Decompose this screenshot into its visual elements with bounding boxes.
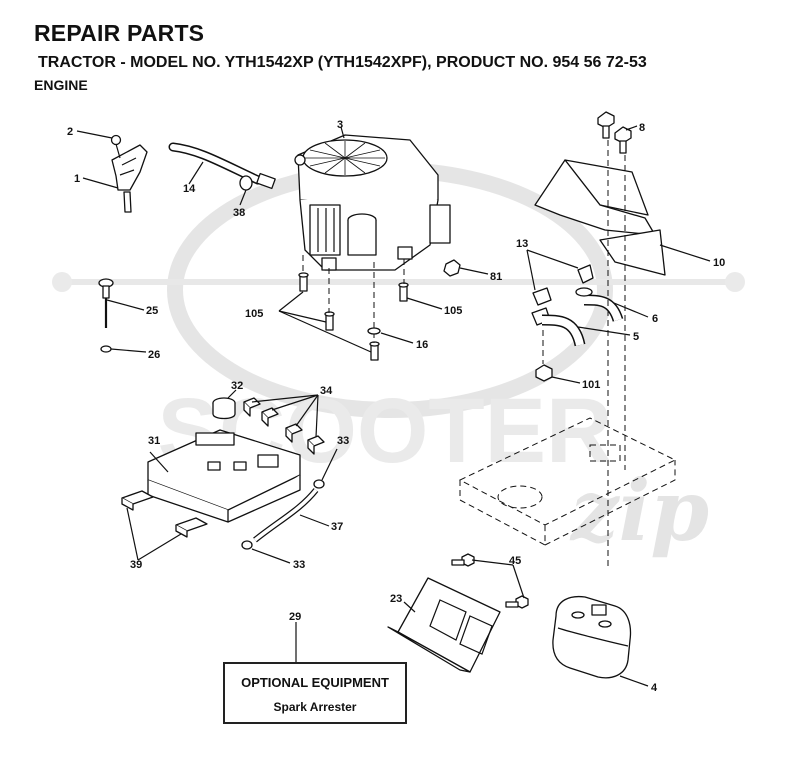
callout-45: 45 xyxy=(509,555,521,567)
part-exhaust-pipes xyxy=(531,264,624,347)
callout-39: 39 xyxy=(130,559,142,571)
callout-2: 2 xyxy=(67,126,73,138)
callout-16: 16 xyxy=(416,339,428,351)
callout-26: 26 xyxy=(148,349,160,361)
frame-plate xyxy=(458,417,677,546)
callout-81: 81 xyxy=(490,271,502,283)
leader-lines xyxy=(76,125,711,687)
callout-25: 25 xyxy=(146,305,158,317)
optional-equipment-item: Spark Arrester xyxy=(273,700,357,714)
callout-23: 23 xyxy=(390,593,402,605)
callout-13: 13 xyxy=(516,238,528,250)
callout-10: 10 xyxy=(713,257,725,269)
callout-6: 6 xyxy=(652,313,658,325)
part-engine-bolts xyxy=(298,272,409,361)
part-fuel-line xyxy=(241,479,325,550)
part-muffler xyxy=(552,595,632,679)
callout-31: 31 xyxy=(148,435,160,447)
part-nut-81 xyxy=(443,259,461,277)
callout-3: 3 xyxy=(337,119,343,131)
callout-14: 14 xyxy=(183,183,196,195)
part-engine xyxy=(294,134,451,271)
part-screws-8 xyxy=(597,111,632,154)
part-screws-45 xyxy=(451,553,529,609)
callout-33-top: 33 xyxy=(337,435,349,447)
callout-29: 29 xyxy=(289,611,301,623)
callout-37: 37 xyxy=(331,521,343,533)
part-nut-101 xyxy=(535,364,553,382)
callout-105-left: 105 xyxy=(245,308,263,320)
part-fuel-hose xyxy=(168,142,276,190)
part-bumpers-34 xyxy=(243,397,325,455)
callout-8: 8 xyxy=(639,122,645,134)
callout-1: 1 xyxy=(74,173,80,185)
callout-32: 32 xyxy=(231,380,243,392)
callout-33-bottom: 33 xyxy=(293,559,305,571)
section-heading: ENGINE xyxy=(34,77,88,93)
callout-38: 38 xyxy=(233,207,245,219)
part-washer-16 xyxy=(367,327,381,335)
callout-105-right: 105 xyxy=(444,305,462,317)
optional-equipment-title: OPTIONAL EQUIPMENT xyxy=(241,675,389,690)
callout-34: 34 xyxy=(320,385,333,397)
part-muffler-guard xyxy=(387,577,501,673)
part-pads-39 xyxy=(121,490,208,538)
callout-numbers: 2 1 3 14 38 8 10 13 81 6 5 101 105 105 1… xyxy=(67,119,725,694)
part-throttle-bracket xyxy=(110,134,148,213)
part-fuel-tank xyxy=(147,429,301,523)
model-subtitle: TRACTOR - MODEL NO. YTH1542XP (YTH1542XP… xyxy=(38,54,647,71)
part-cap-32 xyxy=(212,397,236,420)
optional-equipment-box: OPTIONAL EQUIPMENT Spark Arrester xyxy=(223,662,407,724)
part-dipstick xyxy=(98,278,114,328)
watermark-script: zip xyxy=(569,461,709,560)
part-grommet-26 xyxy=(100,345,112,353)
page-title: REPAIR PARTS xyxy=(34,20,205,46)
callout-4: 4 xyxy=(651,682,658,694)
callout-5: 5 xyxy=(633,331,639,343)
part-hose-clamp xyxy=(239,175,253,191)
callout-101: 101 xyxy=(582,379,600,391)
